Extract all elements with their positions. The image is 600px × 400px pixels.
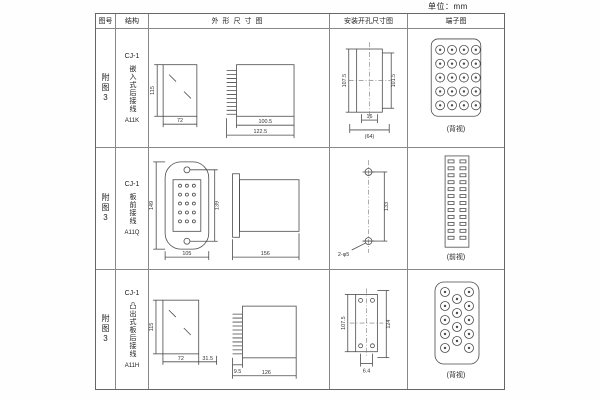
outline-cell: 149 139 105 156 (149, 148, 330, 270)
dim-label: 16 (366, 114, 372, 120)
dim-label: 2-φ5 (338, 252, 349, 258)
terminal-cell: (背视) (408, 270, 504, 389)
structure-desc: 凸出式板后接线 (129, 302, 136, 358)
dimension-table: 图号 结构 外形尺寸图 安装开孔尺寸图 端子图 附图3 CJ-1 嵌入式后接线 … (95, 13, 505, 390)
dim-label: 72 (177, 118, 183, 124)
model-name: CJ-1 (124, 181, 140, 188)
structure-desc: 板前接线 (129, 193, 136, 225)
install-cell: 133 2-φ5 (330, 148, 408, 270)
structure-cell: CJ-1 凸出式板后接线 A11H (116, 270, 149, 389)
structure-cell: CJ-1 嵌入式后接线 A11K (116, 29, 149, 148)
dim-label: 115 (150, 86, 156, 95)
structure-desc: 嵌入式后接线 (129, 64, 136, 113)
fig-no: 附图3 (101, 193, 110, 224)
dim-label: 105 (182, 251, 191, 257)
dim-label: 31.5 (202, 356, 213, 362)
col-header-terminal: 端子图 (408, 14, 504, 29)
dim-label: 100.5 (258, 119, 272, 125)
unit-label: 单位：mm (428, 2, 468, 11)
structure-code: A11Q (124, 230, 140, 236)
fig-no: 附图3 (101, 314, 110, 345)
col-header-structure: 结构 (116, 14, 149, 29)
dim-label: 101.5 (391, 74, 397, 88)
fig-no-cell: 附图3 (96, 148, 116, 270)
structure-code: A11H (124, 363, 140, 369)
view-label: (前视) (447, 252, 466, 261)
install-drawing-a11h: 107.5 124 6.4 (341, 288, 392, 374)
dim-label: 107.5 (341, 316, 347, 330)
install-drawing-a11k: 107.5 101.5 16 (64) (342, 42, 397, 140)
install-cell: 107.5 124 6.4 (330, 270, 408, 389)
dim-label: 6.4 (363, 368, 371, 374)
terminal-drawing-a11k: (背视) (430, 38, 482, 133)
dim-label: 139 (215, 201, 221, 210)
outline-cell: 115 72 100.5 122.5 (149, 29, 330, 148)
outline-cell: 115 72 31.5 9.5 126 (149, 270, 330, 389)
terminal-cell: (前视) (408, 148, 504, 270)
fig-no-cell: 附图3 (96, 29, 116, 148)
dim-label: 149 (149, 201, 155, 210)
dim-label: 124 (386, 320, 392, 329)
dim-label: 9.5 (234, 369, 242, 375)
col-header-fig: 图号 (96, 14, 116, 29)
terminal-drawing-a11q: (前视) (444, 155, 470, 261)
dim-label: 107.5 (342, 74, 348, 88)
terminal-cell: (背视) (408, 29, 504, 148)
col-header-install: 安装开孔尺寸图 (330, 14, 408, 29)
view-label: (背视) (447, 124, 466, 133)
install-drawing-a11q: 133 2-φ5 (338, 160, 390, 258)
structure-cell: CJ-1 板前接线 A11Q (116, 148, 149, 270)
dim-label: 122.5 (254, 129, 268, 135)
dim-label: 156 (261, 251, 270, 257)
model-name: CJ-1 (124, 52, 140, 60)
dim-label: 115 (149, 323, 155, 332)
fig-no: 附图3 (101, 72, 110, 104)
model-name: CJ-1 (124, 290, 140, 297)
outline-drawing-a11q: 149 139 105 156 (149, 161, 300, 261)
dim-label: (64) (365, 134, 375, 140)
fig-no-cell: 附图3 (96, 270, 116, 389)
outline-drawing-a11k: 115 72 100.5 122.5 (150, 64, 295, 139)
dim-label: 126 (262, 370, 271, 376)
terminal-drawing-a11h: (背视) (434, 281, 480, 379)
structure-code: A11K (124, 117, 140, 124)
view-label: (背视) (447, 370, 466, 379)
dim-label: 72 (178, 356, 184, 362)
col-header-outline: 外形尺寸图 (149, 14, 330, 29)
dim-label: 133 (384, 202, 390, 211)
outline-drawing-a11h: 115 72 31.5 9.5 126 (149, 299, 297, 379)
install-cell: 107.5 101.5 16 (64) (330, 29, 408, 148)
